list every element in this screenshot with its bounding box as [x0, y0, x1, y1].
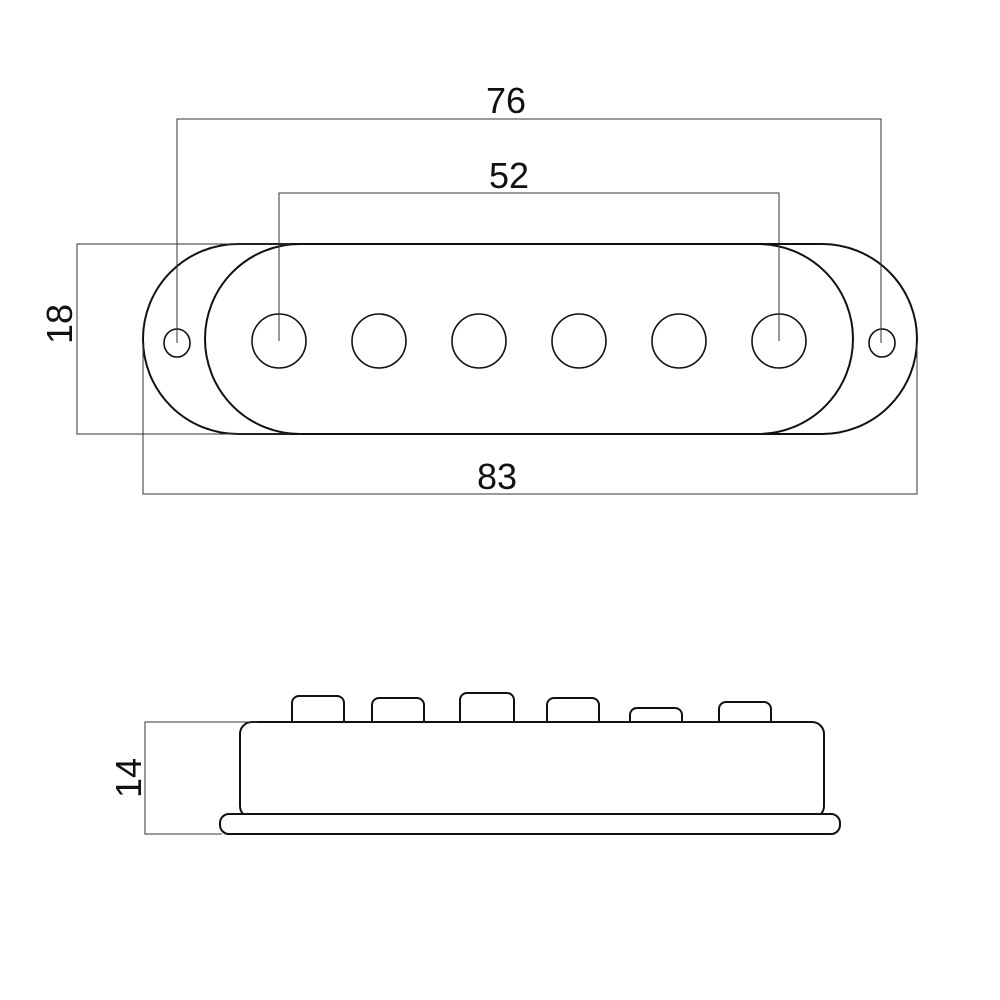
- top-view: 76 52 18 83: [39, 80, 918, 497]
- dim-label-side-height: 14: [108, 758, 149, 798]
- cover-body-side: [239, 721, 825, 819]
- dim-label-cover-width: 18: [39, 304, 80, 344]
- dim-label-mount-spacing: 76: [486, 80, 526, 121]
- dim-line-mount-spacing: [176, 118, 882, 343]
- dim-label-base-length: 83: [477, 456, 517, 497]
- dim-label-pole-spacing: 52: [489, 155, 529, 196]
- pole-piece-4: [551, 313, 607, 369]
- pole-piece-3: [451, 313, 507, 369]
- dim-line-base-length: [142, 344, 918, 495]
- mount-hole-right: [868, 328, 896, 358]
- pole-piece-2: [351, 313, 407, 369]
- side-view: 14: [108, 692, 841, 835]
- base-plate-side: [219, 813, 841, 835]
- dim-line-cover-width: [76, 243, 290, 435]
- dim-line-side-height: [144, 721, 258, 835]
- pickup-cover: [204, 243, 854, 435]
- pole-piece-5: [651, 313, 707, 369]
- dim-line-pole-spacing: [278, 192, 780, 341]
